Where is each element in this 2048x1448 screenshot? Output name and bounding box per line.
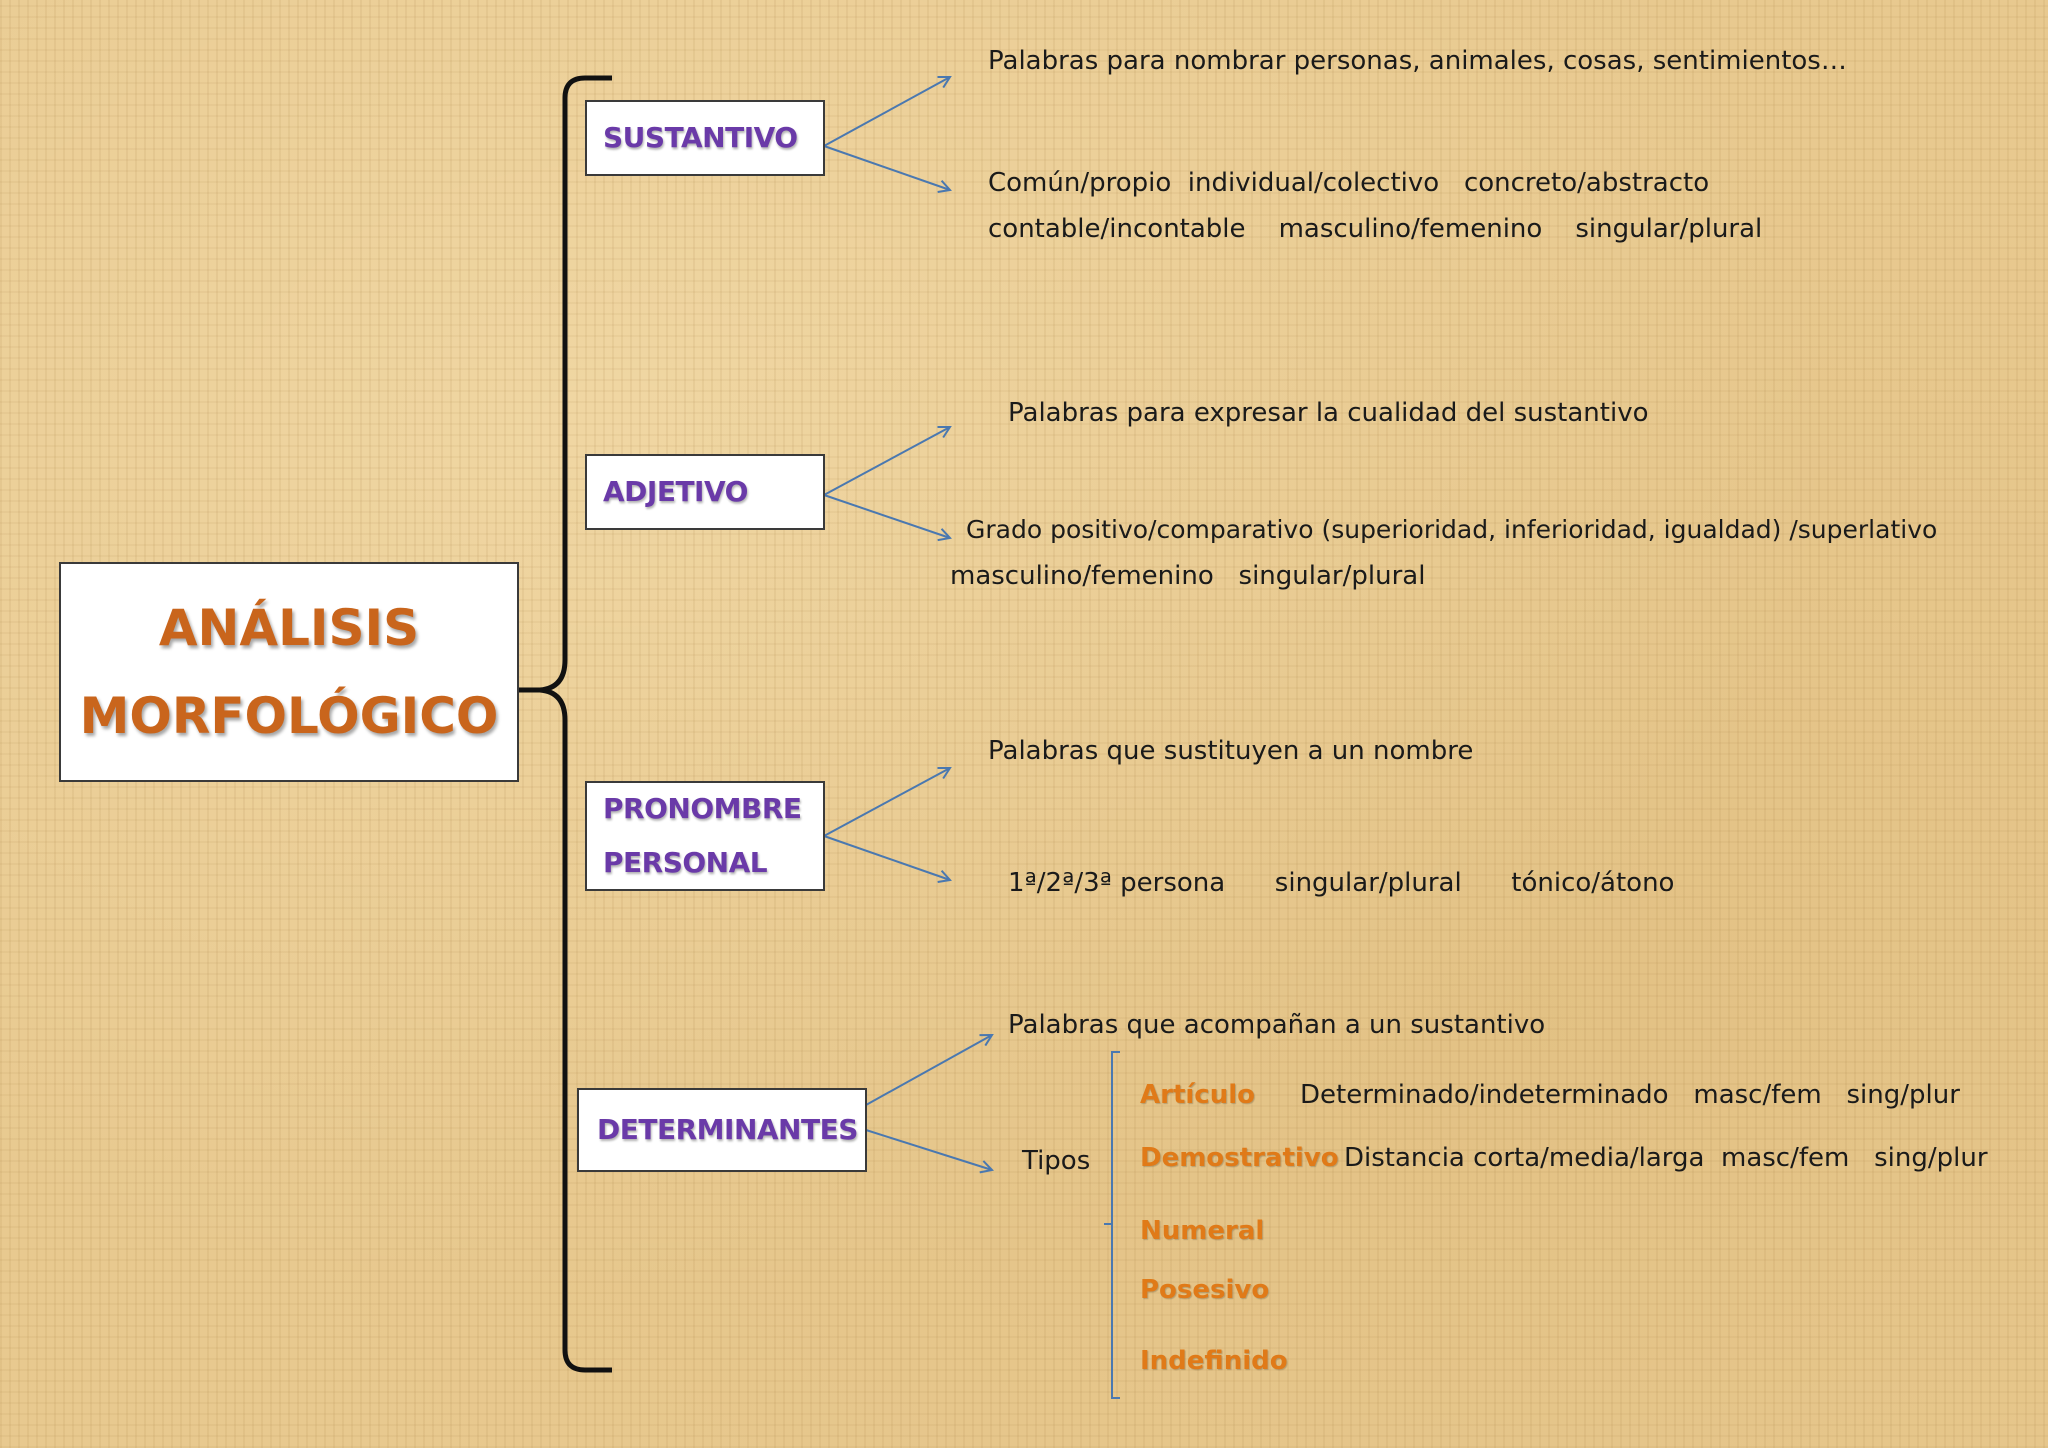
type-name-posesivo: Posesivo <box>1140 1275 1270 1305</box>
adjetivo-definition: Palabras para expresar la cualidad del s… <box>1008 398 1649 428</box>
category-label-determinantes: DETERMINANTES <box>597 1113 858 1146</box>
adjetivo-features-line-2: masculino/femenino singular/plural <box>950 561 1426 591</box>
category-label-adjetivo: ADJETIVO <box>603 475 748 508</box>
title-line-2: MORFOLÓGICO <box>79 687 499 745</box>
type-name-demostrativo: Demostrativo <box>1140 1143 1339 1173</box>
sustantivo-features-line-2: contable/incontable masculino/femenino s… <box>988 214 1763 244</box>
types-bracket <box>1104 1051 1120 1399</box>
category-box-pronombre: PRONOMBRE PERSONAL <box>585 781 825 891</box>
main-brace <box>515 75 612 1373</box>
arrow-pronombre-features <box>823 835 950 880</box>
arrow-pronombre-definition <box>823 768 950 837</box>
category-label-pronombre-line-1: PRONOMBRE <box>603 792 802 825</box>
pronombre-definition: Palabras que sustituyen a un nombre <box>988 736 1474 766</box>
type-features-articulo: Determinado/indeterminado masc/fem sing/… <box>1300 1080 1960 1110</box>
arrow-adjetivo-features <box>823 494 950 538</box>
determinantes-tipos-label: Tipos <box>1022 1146 1091 1176</box>
arrow-sustantivo-features <box>823 145 950 190</box>
type-name-indefinido: Indefinido <box>1140 1346 1288 1376</box>
sustantivo-features-line-1: Común/propio individual/colectivo concre… <box>988 168 1710 198</box>
type-features-demostrativo: Distancia corta/media/larga masc/fem sin… <box>1344 1143 1988 1173</box>
determinantes-definition: Palabras que acompañan a un sustantivo <box>1008 1010 1546 1040</box>
type-name-numeral: Numeral <box>1140 1216 1265 1246</box>
sustantivo-definition: Palabras para nombrar personas, animales… <box>988 46 1847 76</box>
category-label-sustantivo: SUSTANTIVO <box>603 121 798 154</box>
adjetivo-features-line-1: Grado positivo/comparativo (superioridad… <box>966 515 1938 544</box>
title-box: ANÁLISIS MORFOLÓGICO <box>59 562 519 782</box>
category-box-determinantes: DETERMINANTES <box>577 1088 867 1172</box>
pronombre-features: 1ª/2ª/3ª persona singular/plural tónico/… <box>1008 868 1675 898</box>
arrow-adjetivo-definition <box>823 427 950 496</box>
arrow-determinantes-tipos <box>865 1129 992 1170</box>
category-box-sustantivo: SUSTANTIVO <box>585 100 825 176</box>
category-label-pronombre-line-2: PERSONAL <box>603 846 768 879</box>
arrow-determinantes-definition <box>865 1035 992 1106</box>
category-box-adjetivo: ADJETIVO <box>585 454 825 530</box>
type-name-articulo: Artículo <box>1140 1080 1255 1110</box>
arrow-sustantivo-definition <box>823 77 950 147</box>
title-line-1: ANÁLISIS <box>158 599 420 657</box>
